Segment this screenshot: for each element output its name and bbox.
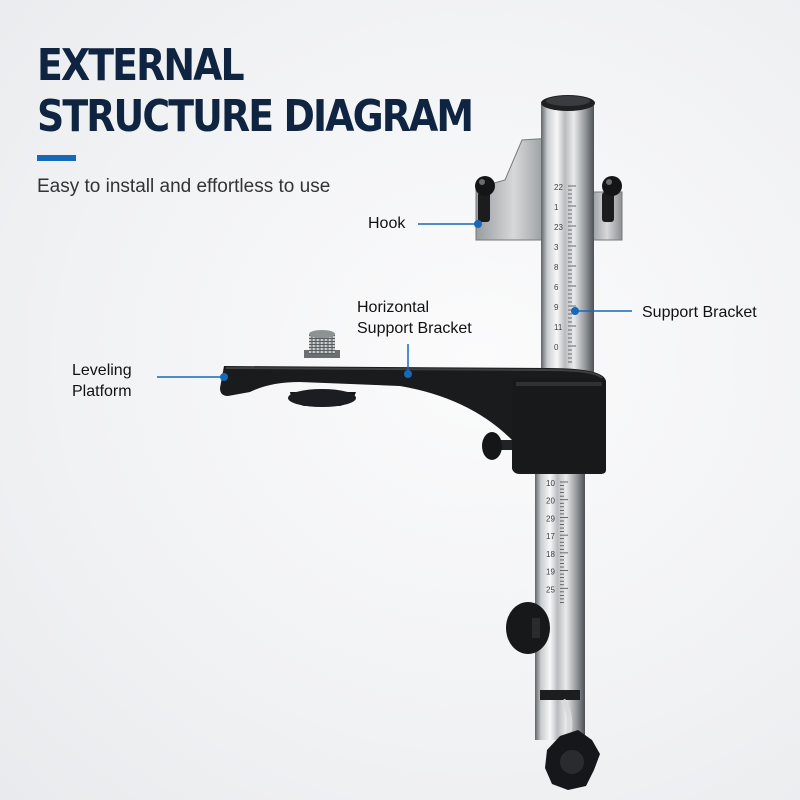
- leveling-platform: [288, 330, 356, 407]
- lower-measuring-scale: 10 20 29 17 18 19 25: [546, 479, 568, 603]
- scale-label: 8: [554, 263, 559, 272]
- scale-label: 25: [546, 585, 555, 594]
- callout-leveling-platform: Leveling Platform: [72, 360, 132, 402]
- title-line-1: EXTERNAL: [37, 40, 245, 91]
- callout-hook: Hook: [368, 215, 406, 232]
- lower-pole: 10 20 29 17 18 19 25: [506, 470, 600, 790]
- title-line-2: STRUCTURE DIAGRAM: [37, 91, 474, 142]
- scale-label: 20: [546, 497, 555, 506]
- scale-label: 10: [546, 479, 555, 488]
- hook: [475, 137, 623, 241]
- page-title: EXTERNAL STRUCTURE DIAGRAM: [37, 40, 474, 142]
- callout-horizontal-line-1: Horizontal: [357, 299, 430, 316]
- scale-label: 17: [546, 532, 555, 541]
- title-accent-bar: [37, 155, 76, 161]
- support-bracket-pole: 22 1 23 3 8 6 9 11 0: [541, 95, 595, 374]
- horizontal-support-bracket: [220, 366, 606, 474]
- scale-label: 6: [554, 283, 559, 292]
- scale-label: 18: [546, 550, 555, 559]
- leader-lines: [157, 220, 632, 381]
- scale-label: 19: [546, 568, 555, 577]
- scale-label: 9: [554, 303, 559, 312]
- scale-label: 11: [554, 323, 563, 332]
- scale-label: 29: [546, 514, 555, 523]
- subtitle: Easy to install and effortless to use: [37, 176, 331, 197]
- callout-horizontal-line-2: Support Bracket: [357, 320, 472, 337]
- scale-label: 0: [554, 343, 559, 352]
- scale-label: 23: [554, 223, 563, 232]
- callout-leveling-line-2: Platform: [72, 383, 132, 400]
- scale-label: 22: [554, 183, 563, 192]
- upper-measuring-scale: 22 1 23 3 8 6 9 11 0: [554, 183, 576, 363]
- callout-support-bracket: Support Bracket: [642, 304, 757, 321]
- scale-label: 3: [554, 243, 559, 252]
- callout-leveling-line-1: Leveling: [72, 362, 132, 379]
- scale-label: 1: [554, 203, 559, 212]
- callout-horizontal-support-bracket: Horizontal Support Bracket: [357, 297, 472, 339]
